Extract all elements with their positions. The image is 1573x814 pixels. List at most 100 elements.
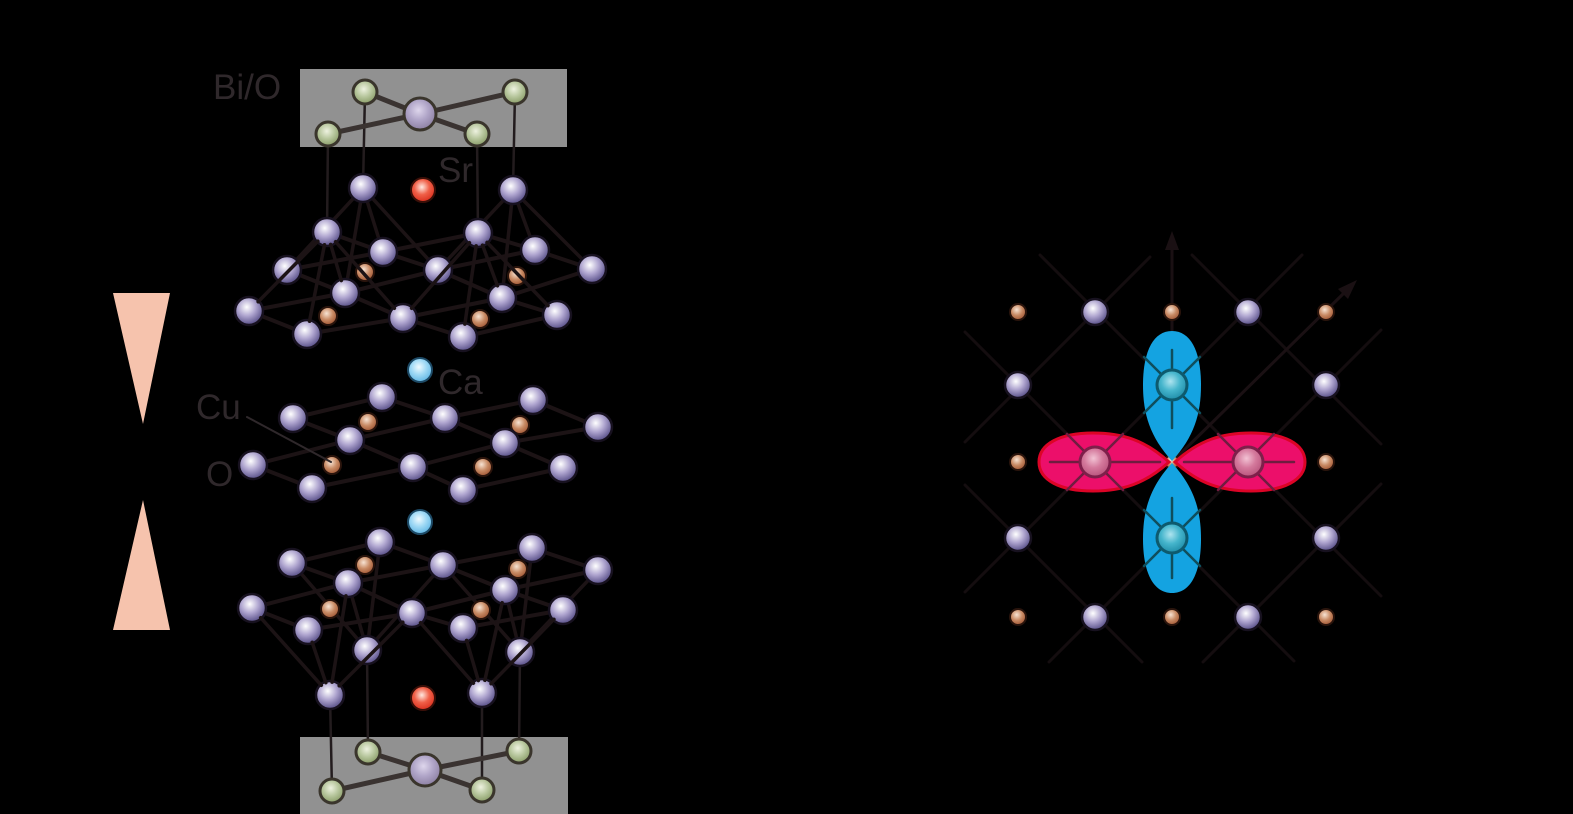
atom-copper	[1317, 303, 1335, 321]
atom-oxygen	[1080, 297, 1110, 327]
plane-bond	[251, 438, 352, 467]
atom-oxygen	[292, 614, 324, 646]
atom-copper	[358, 412, 378, 432]
pyramid-bond-front	[310, 640, 328, 685]
pyramid-bond-front	[418, 621, 476, 685]
atom-oxygen	[447, 474, 479, 506]
atom-oxygen	[387, 302, 419, 334]
atom-oxygen-bio	[505, 737, 533, 765]
pyramid-bond-front	[485, 240, 550, 308]
pyramid-bond-front	[330, 594, 348, 684]
axis-arrow-head	[1165, 231, 1179, 250]
pyramid-bond-front	[463, 244, 478, 326]
pyramid-bond-front	[258, 615, 324, 688]
plane-bond	[250, 581, 350, 610]
interlayer-bond	[475, 132, 480, 235]
atom-copper	[1009, 303, 1027, 321]
atom-oxygen	[1080, 602, 1110, 632]
beam-hourglass	[113, 293, 170, 630]
atom-oxygen-bio	[354, 738, 382, 766]
atom-oxygen-bio	[501, 78, 529, 106]
atom-oxygen	[1003, 523, 1033, 553]
atom-oxygen	[429, 402, 461, 434]
interlayer-bond	[511, 90, 517, 192]
atom-oxygen	[582, 554, 614, 586]
label-bio: Bi/O	[213, 68, 282, 107]
atom-oxygen	[489, 427, 521, 459]
atom-oxygen	[397, 451, 429, 483]
plane-bond	[500, 267, 594, 300]
atom-oxygen	[517, 384, 549, 416]
atom-oxygen	[334, 424, 366, 456]
atom-oxygen	[236, 592, 268, 624]
atom-oxygen	[296, 472, 328, 504]
pyramid-bond	[343, 186, 365, 295]
atom-oxygen-px	[1231, 445, 1265, 479]
atom-oxygen	[519, 234, 551, 266]
atom-oxygen	[547, 452, 579, 484]
label-pointer-line	[246, 416, 332, 463]
interlayer-bond	[361, 90, 367, 190]
front-bond-lines	[256, 239, 556, 688]
plane-bond	[503, 425, 600, 445]
atom-oxygen	[237, 449, 269, 481]
atom-oxygen	[364, 526, 396, 558]
pyramid-bond	[500, 188, 515, 300]
atom-oxygen	[276, 547, 308, 579]
atom-oxygen	[277, 402, 309, 434]
atom-copper	[470, 309, 490, 329]
atom-oxygen	[582, 411, 614, 443]
atom-copper	[1009, 608, 1027, 626]
atom-oxygen	[314, 679, 346, 711]
label-sr: Sr	[438, 151, 473, 190]
atom-oxygen-bio	[463, 120, 491, 148]
atom-strontium	[410, 177, 436, 203]
pyramid-bond-front	[483, 600, 504, 683]
interlayer-bond	[517, 650, 522, 753]
atom-copper	[1163, 303, 1181, 321]
atom-oxygen	[1003, 370, 1033, 400]
atom-copper	[473, 457, 493, 477]
atom-calcium	[407, 357, 433, 383]
atom-oxygen-pz	[1155, 368, 1189, 402]
atom-oxygen	[541, 299, 573, 331]
atom-oxygen	[311, 216, 343, 248]
atom-oxygen	[447, 612, 479, 644]
atom-oxygen-bio	[351, 78, 379, 106]
pyramid-bond-front	[480, 243, 500, 288]
pyramid-bond-front	[328, 242, 344, 283]
lattice-line	[1201, 482, 1383, 664]
plane-bond	[343, 268, 440, 295]
atom-oxygen	[516, 532, 548, 564]
atom-oxygen	[1233, 602, 1263, 632]
atom-oxygen	[489, 574, 521, 606]
plane-bond	[305, 316, 405, 336]
atom-oxygen	[1311, 523, 1341, 553]
atom-oxygen	[396, 597, 428, 629]
plane-bond	[310, 465, 415, 490]
atom-oxygen-bio	[318, 777, 346, 805]
atom-oxygen	[233, 295, 265, 327]
atom-oxygen	[1233, 297, 1263, 327]
label-o: O	[206, 455, 234, 494]
atom-oxygen	[466, 677, 498, 709]
atom-copper	[318, 306, 338, 326]
atom-oxygen	[486, 282, 518, 314]
atom-bismuth	[407, 752, 443, 788]
atom-copper	[510, 415, 530, 435]
pyramid-bond-front	[489, 617, 556, 686]
label-ca: Ca	[438, 363, 483, 402]
plane-bond	[381, 231, 480, 254]
plane-bond	[503, 568, 600, 592]
pyramid-bond	[511, 188, 594, 271]
plane-bond	[461, 313, 559, 339]
lattice-line	[963, 255, 1152, 444]
atom-oxygen	[462, 217, 494, 249]
axis-arrow-head	[1338, 280, 1357, 299]
atom-calcium	[407, 509, 433, 535]
atom-oxygen	[347, 172, 379, 204]
plane-bond	[346, 563, 445, 585]
plane-bond	[410, 588, 507, 615]
pyramid-bond	[365, 540, 382, 652]
